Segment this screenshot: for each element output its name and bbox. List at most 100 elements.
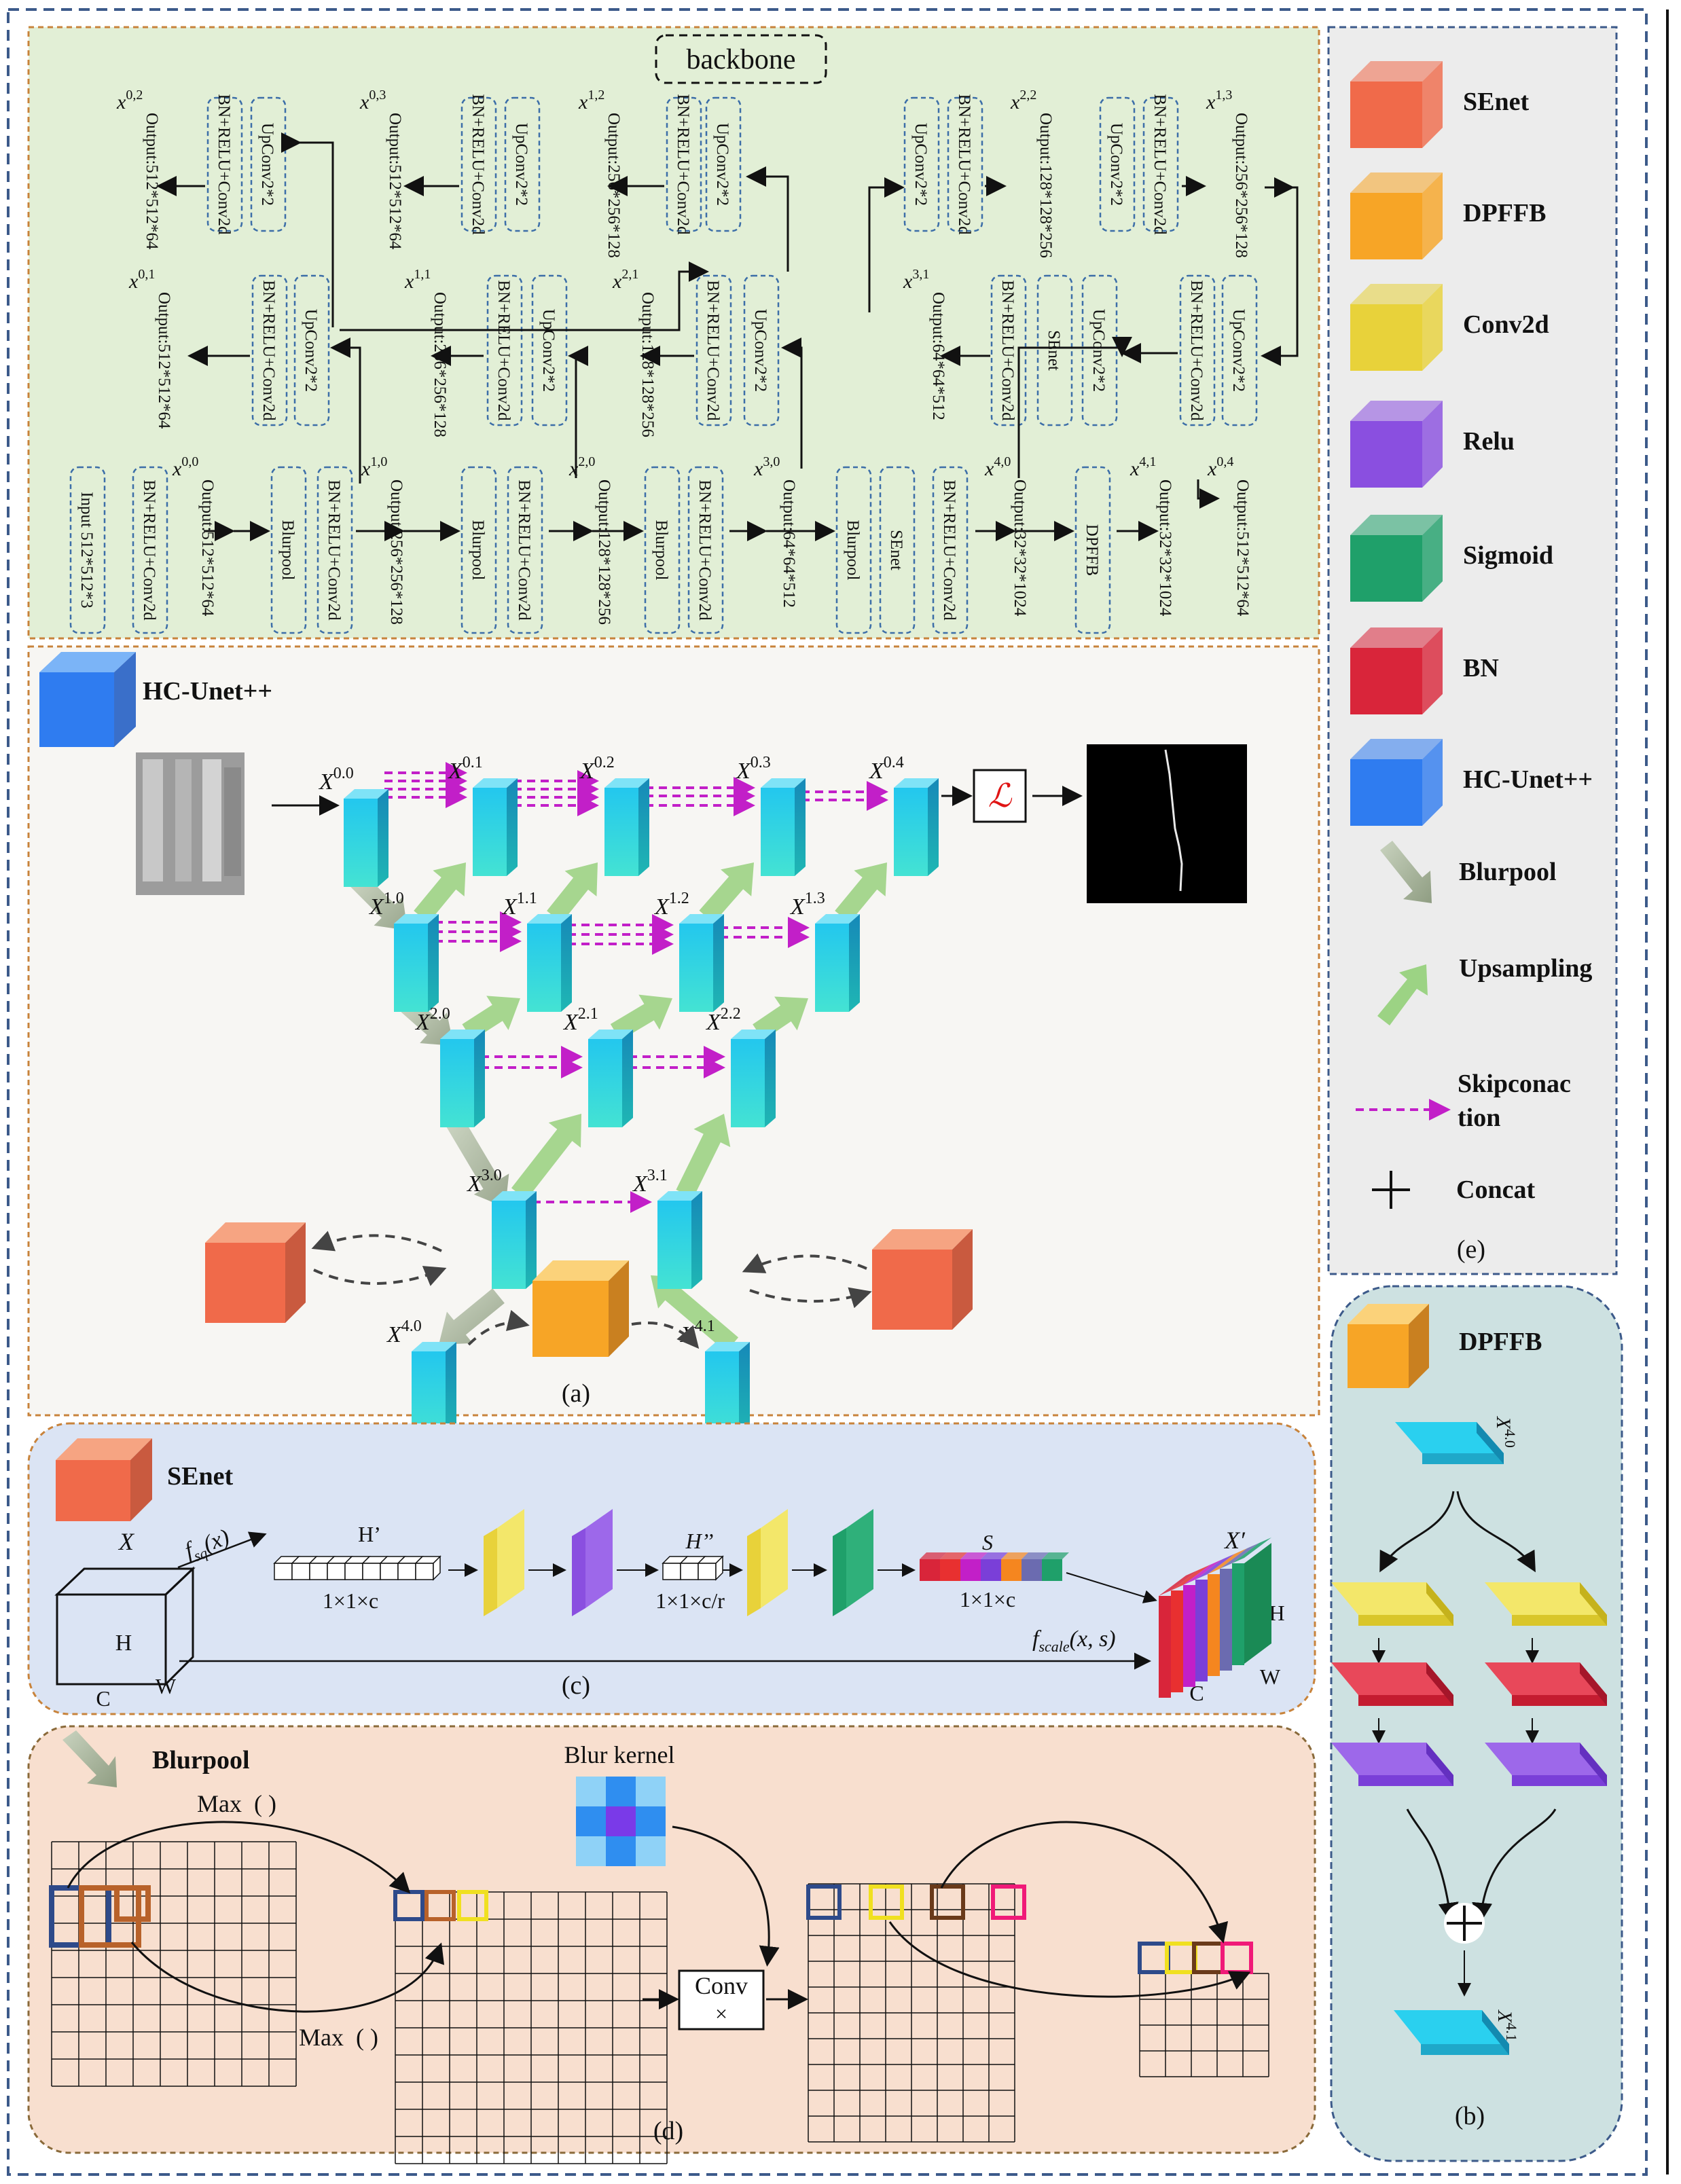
upconv-x31: UpConv2*2 — [1081, 274, 1118, 426]
legend-item-conv2d: Conv2d — [1350, 284, 1549, 371]
conv2d-slab-2 — [747, 1509, 788, 1616]
legend-label: BN — [1463, 654, 1499, 682]
upconv-x21: UpConv2*2 — [743, 274, 780, 426]
bn-slab-left — [1331, 1662, 1453, 1706]
conv2d-slab-1 — [484, 1509, 524, 1616]
svg-text:UpConv2*2: UpConv2*2 — [302, 309, 320, 392]
svg-text:BN+RELU+Conv2d: BN+RELU+Conv2d — [955, 94, 973, 235]
max1-label: Max ( ) — [197, 1790, 276, 1817]
conv-block-x30: BN+RELU+Conv2d — [687, 466, 724, 634]
hc-unet-icon — [39, 652, 136, 747]
backbone-title: backbone — [687, 44, 796, 75]
svg-text:x1,1: x1,1 — [404, 267, 431, 293]
loss-box — [973, 769, 1027, 823]
dim3-label: 1×1×c — [960, 1587, 1015, 1612]
blurred-grid — [808, 1883, 1015, 2143]
flow-arrow — [781, 338, 803, 469]
svg-text:Blurpool: Blurpool — [844, 520, 862, 581]
s-label: S — [982, 1530, 993, 1554]
flow-arrow — [330, 338, 361, 484]
upconv-x11: UpConv2*2 — [531, 274, 568, 426]
legend-label: HC-Unet++ — [1463, 765, 1593, 794]
xprime-w-label: W — [1260, 1664, 1281, 1689]
svg-text:BN+RELU+Conv2d: BN+RELU+Conv2d — [1151, 94, 1169, 235]
output-label: Output:32*32*1024 — [1011, 479, 1029, 617]
upsampling-arrow — [462, 996, 520, 1040]
senet-title: SEnet — [167, 1462, 233, 1491]
legend-item-senet: SEnet — [1350, 61, 1529, 148]
senet-x-label: X — [118, 1528, 135, 1555]
legend-label: Blurpool — [1459, 858, 1557, 886]
from-dpffb-arrow — [631, 1322, 700, 1349]
node-x10: X1.0 — [368, 890, 439, 1012]
dim2-label: 1×1×c/r — [655, 1588, 725, 1613]
senet-panel: SEnet X H C W fsq(x) fscale(x, s) H’ 1×1… — [27, 1422, 1316, 1715]
legend-panel: (e) SEnetDPFFBConv2dReluSigmoidBNHC-Unet… — [1327, 26, 1618, 1275]
node-label: X1.0 — [368, 890, 404, 920]
upconv-x22: UpConv2*2 — [903, 96, 940, 232]
output-label: Output:256*256*128 — [387, 479, 405, 625]
output-label: Output:128*128*256 — [638, 292, 657, 437]
legend-item-concat: Concat — [1372, 1171, 1535, 1209]
legend-label: DPFFB — [1463, 199, 1546, 228]
output-label: Output:256*256*128 — [431, 292, 449, 437]
legend-label: SEnet — [1463, 88, 1529, 116]
dpffb-input-label: X4.0 — [1492, 1416, 1519, 1448]
upconv-x12: UpConv2*2 — [705, 96, 742, 232]
svg-text:x1,3: x1,3 — [1206, 88, 1232, 113]
senet-loop-arrow — [749, 1287, 872, 1309]
svg-text:UpConv2*2: UpConv2*2 — [1229, 309, 1248, 392]
svg-text:BN+RELU+Conv2d: BN+RELU+Conv2d — [998, 280, 1017, 421]
svg-text:BN+RELU+Conv2d: BN+RELU+Conv2d — [140, 479, 158, 621]
merge-arrow-left — [1406, 1808, 1459, 1923]
legend-label-cont: tion — [1458, 1104, 1500, 1132]
node-x02: X0.2 — [579, 754, 649, 876]
dpffb-cube — [532, 1260, 629, 1357]
node-label: X1.1 — [501, 890, 537, 920]
output-label: Output:256*256*128 — [1232, 113, 1250, 258]
svg-text:x2,1: x2,1 — [612, 267, 638, 293]
panel-b-caption: (b) — [1455, 2102, 1485, 2130]
node-x30: X3.0 — [466, 1167, 537, 1289]
upsampling-arrow — [511, 1114, 581, 1200]
svg-text:x3,1: x3,1 — [903, 267, 929, 293]
svg-text:BN+RELU+Conv2d: BN+RELU+Conv2d — [940, 479, 958, 621]
fsq-arrow — [177, 1531, 267, 1569]
svg-text:x1,2: x1,2 — [578, 88, 604, 113]
blurpool-icon — [62, 1730, 117, 1787]
conv-block-x20: BN+RELU+Conv2d — [507, 466, 543, 634]
output-label: Output:512*512*64 — [155, 292, 173, 429]
backbone-title-box — [655, 34, 827, 84]
conv-block-x01: BN+RELU+Conv2d — [251, 274, 288, 426]
legend-label: Conv2d — [1463, 310, 1549, 339]
node-label: X0.3 — [735, 754, 771, 784]
svg-text:UpConv2*2: UpConv2*2 — [911, 123, 930, 206]
downsample-arrow-top — [940, 1821, 1228, 1944]
legend-item-hc-unet-: HC-Unet++ — [1350, 739, 1593, 826]
node-x04: X0.4 — [868, 754, 939, 876]
legend-item-relu: Relu — [1350, 401, 1515, 488]
output-label: Output:512*512*64 — [143, 113, 161, 250]
conv-block-x13b: BN+RELU+Conv2d — [1142, 94, 1179, 235]
senet-box-1: SEnet — [879, 466, 916, 634]
output-label: Output:128*128*256 — [595, 479, 613, 625]
flow-arrow — [568, 346, 588, 478]
upsampling-arrow — [835, 862, 887, 923]
upsampling-arrow — [610, 994, 672, 1041]
kernel-arrow — [672, 1825, 780, 1967]
relu-slab — [572, 1509, 613, 1616]
max-arrow-bottom — [130, 1942, 444, 2013]
svg-text:x3,0: x3,0 — [753, 454, 780, 480]
node-label: X1.2 — [653, 890, 689, 920]
xprime-h-label: H — [1269, 1601, 1284, 1625]
node-x00: X0.0 — [318, 765, 388, 887]
svg-text:BN+RELU+Conv2d: BN+RELU+Conv2d — [674, 94, 692, 235]
conv-block-x03: BN+RELU+Conv2d — [460, 94, 497, 235]
blurpool-panel-bg — [27, 1725, 1316, 2154]
